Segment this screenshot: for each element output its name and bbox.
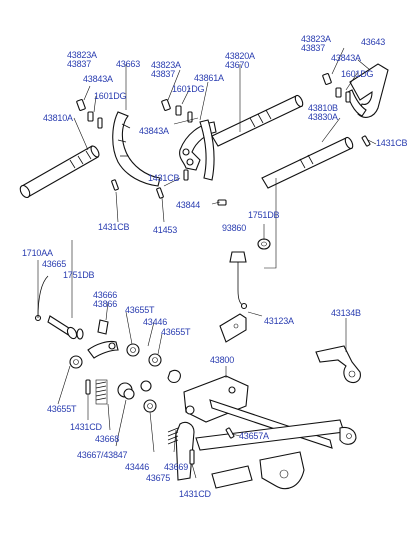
part-label: 43830A [308,112,338,122]
bracket-43123a [219,313,247,343]
part-label: 43823A [67,50,97,60]
part-label: 1431CB [376,138,408,148]
part-label: 43843A [83,74,113,84]
part-label: 43665 [42,259,67,269]
part-label: 1751DB [63,270,95,280]
pin-set-middle [161,99,227,206]
part-label: 43810B [308,103,338,113]
part-label: 43123A [264,316,294,326]
part-label: 43655T [125,305,155,315]
shift-fork-43663 [112,111,161,187]
part-label: 43663 [116,59,141,69]
part-label: 43655T [161,327,191,337]
part-label: 43668 [95,434,120,444]
part-label: 43810A [43,113,73,123]
part-label: 41453 [153,225,178,235]
lower-left-parts [34,275,181,413]
part-label: 43446 [143,317,168,327]
part-label: 1751DB [248,210,280,220]
part-label: 43675 [146,473,171,483]
part-label: 43643 [361,37,386,47]
part-label: 1601DG [172,84,205,94]
part-label: 1601DG [94,91,127,101]
switch-93860 [229,238,271,310]
shift-rail-43810b [261,136,354,189]
part-label: 43670 [225,60,250,70]
part-label: 43823A [151,60,181,70]
bracket-43134b [315,345,361,384]
part-label: 43866 [93,299,118,309]
part-label: 1710AA [22,248,53,258]
part-label: 43837 [151,69,176,79]
part-label: 43861A [194,73,224,83]
part-label: 1431CB [98,222,130,232]
shift-rail-43810a [19,145,100,199]
part-label: 43655T [47,404,77,414]
part-label: 43843A [139,126,169,136]
part-label: 43820A [225,51,255,61]
part-label: 43800 [210,355,235,365]
part-label: 43823A [301,34,331,44]
part-label: 1601DG [341,69,374,79]
part-label: 43666 [93,290,118,300]
part-label: 1431CB [148,173,180,183]
pins-1431cb [111,169,189,199]
pin-set-left [76,99,103,129]
part-label: 43446 [125,462,150,472]
part-label: 43837 [67,59,92,69]
leader-lines [37,47,377,479]
part-label: 43134B [331,308,361,318]
shift-fork-43861a [179,119,217,181]
part-label: 1431CD [179,489,211,499]
pin-set-right [322,73,371,147]
part-label: 93860 [222,223,247,233]
part-label: 43667/43847 [77,450,128,460]
part-label: 43669 [164,462,189,472]
shift-lever-assembly-43800 [167,375,357,490]
part-label: 43843A [331,53,361,63]
part-label: 43837 [301,43,326,53]
part-label: 43657A [239,431,269,441]
part-label: 43844 [176,200,201,210]
shift-rail-43820a [211,94,304,147]
part-label: 1431CD [70,422,102,432]
